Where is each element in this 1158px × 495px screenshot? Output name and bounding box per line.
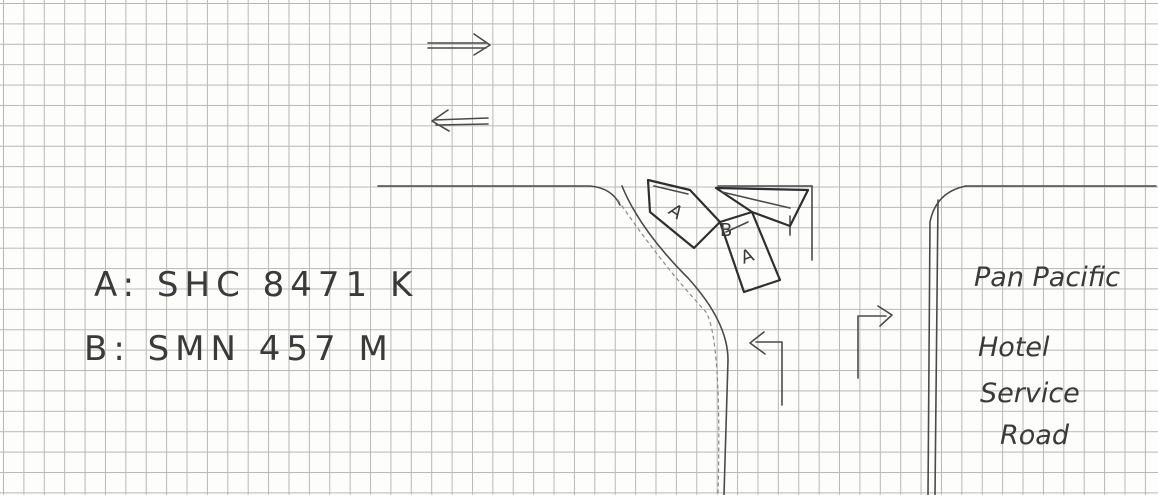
legend-vehicle-b: B: SMN 457 M: [84, 329, 394, 369]
left-turn-arrow-icon: [750, 332, 782, 405]
right-turn-arrow-icon: [858, 306, 892, 378]
place-label-line-1: Pan Pacific: [974, 262, 1120, 293]
side-road-boundary: [790, 186, 812, 260]
vehicle-b-mark: B: [720, 220, 732, 241]
legend-vehicle-a: A: SHC 8471 K: [94, 265, 418, 305]
slip-road-curve: [618, 186, 728, 495]
place-label-line-2: Hotel: [978, 332, 1050, 363]
vehicle-a-mark-second: A: [738, 245, 757, 269]
place-label-line-4: Road: [1000, 420, 1070, 451]
westbound-arrow-icon: [432, 110, 488, 131]
main-road-kerb-left: [378, 186, 620, 205]
vehicle-a-mark: A: [664, 200, 687, 225]
place-label-line-3: Service: [980, 378, 1080, 409]
vehicle-a: A: [648, 180, 720, 248]
eastbound-arrow-icon: [428, 34, 490, 55]
vehicle-a-second: A B: [720, 212, 780, 292]
